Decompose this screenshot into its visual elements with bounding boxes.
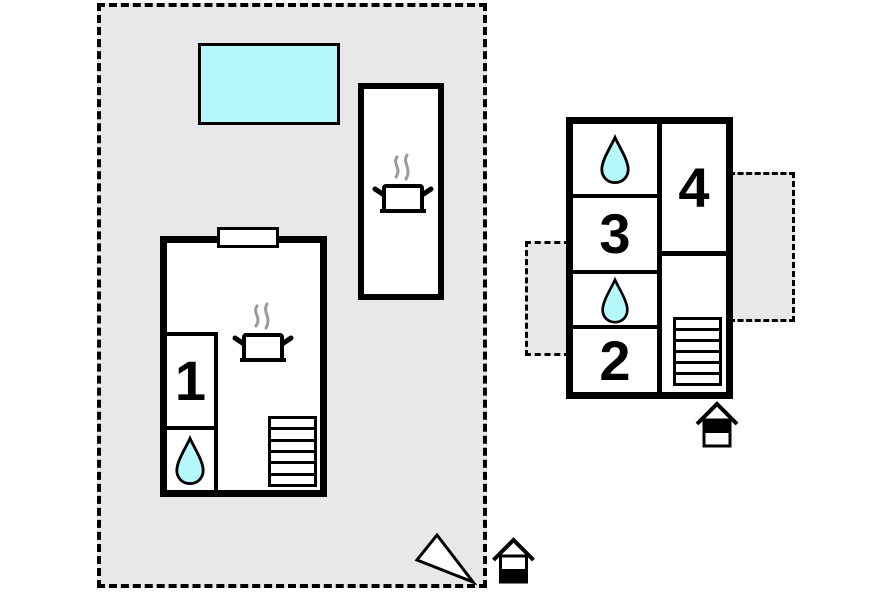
room-1-number: 1 <box>174 349 207 412</box>
stair-step <box>271 442 314 453</box>
water-drop-icon <box>601 276 629 324</box>
stair-step <box>676 375 719 383</box>
wall-room1-bottom <box>167 426 214 430</box>
entrance-icon-annex <box>695 401 739 448</box>
room-label-1: 1 <box>167 336 214 426</box>
stair-step <box>676 364 719 375</box>
wall-annex-divider-2 <box>573 270 657 274</box>
stair-step <box>271 476 314 484</box>
room-4-number: 4 <box>678 155 710 219</box>
stair-step <box>676 331 719 342</box>
stair-step <box>271 464 314 476</box>
water-drop-icon <box>600 133 630 185</box>
cooking-pot-icon <box>232 302 294 362</box>
stairs-annex-building <box>673 317 722 386</box>
stairs-main-building <box>268 416 317 487</box>
stair-step <box>271 430 314 442</box>
building-annex <box>566 117 733 399</box>
entrance-icon-plot <box>492 537 535 584</box>
stair-step <box>271 453 314 465</box>
stair-step <box>676 342 719 353</box>
terrace-right <box>729 172 795 322</box>
room-3-number: 3 <box>599 202 631 265</box>
room-label-4: 4 <box>662 124 726 251</box>
stair-step <box>271 419 314 431</box>
room-2-number: 2 <box>599 328 631 392</box>
entrance-door-main <box>217 227 279 248</box>
stair-step <box>676 353 719 364</box>
north-arrow-icon <box>414 532 478 586</box>
water-drop-icon <box>175 434 205 486</box>
wall-annex-vertical <box>657 124 662 392</box>
room-label-2: 2 <box>573 329 657 392</box>
wall-annex-divider-1 <box>573 194 657 198</box>
wall-annex-divider-right <box>662 251 726 256</box>
swimming-pool <box>198 43 340 125</box>
stair-step <box>676 320 719 331</box>
room-label-3: 3 <box>573 198 657 270</box>
wall-room1-top <box>167 332 218 336</box>
wall-annex-divider-3 <box>573 325 657 329</box>
wall-room1-right <box>214 332 218 490</box>
terrace-left <box>525 241 570 356</box>
cooking-pot-icon <box>372 153 434 213</box>
